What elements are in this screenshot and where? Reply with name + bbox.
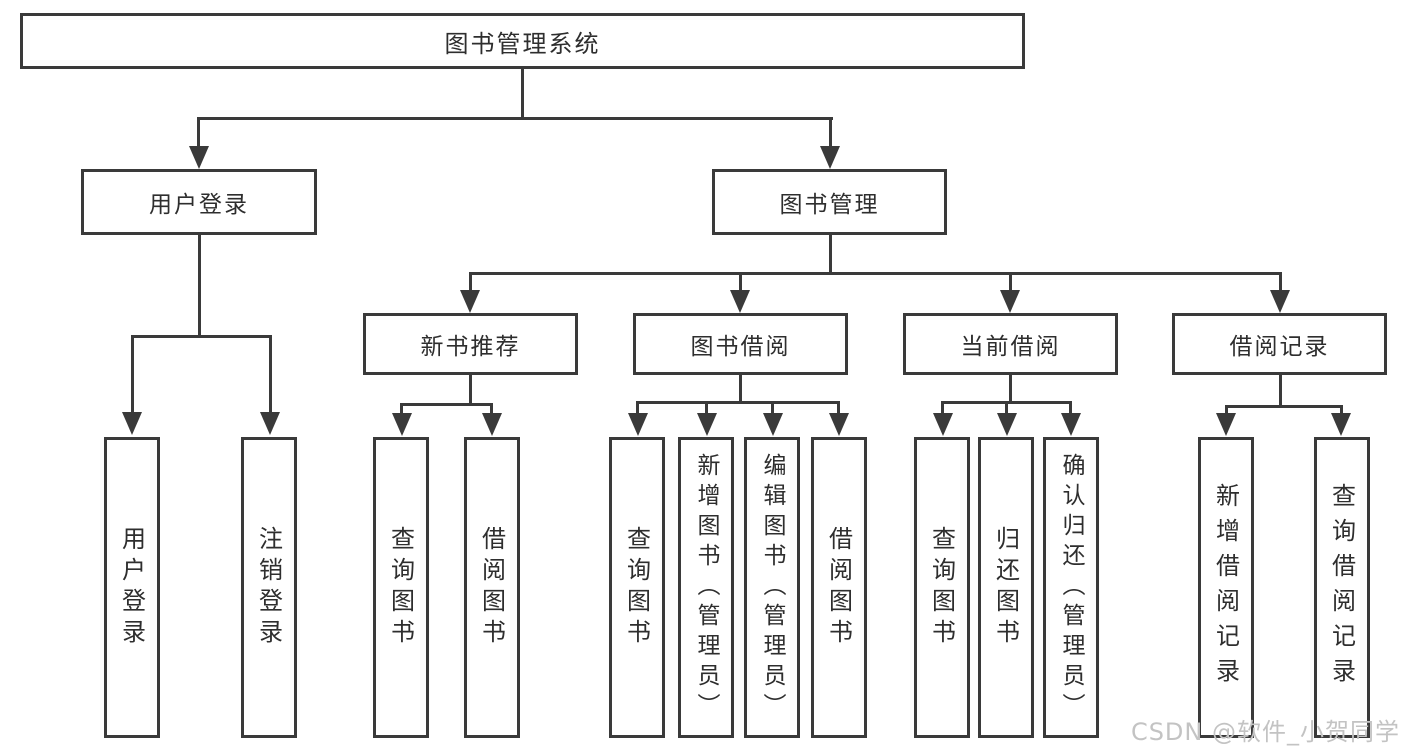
node-borrow-books-2: 借阅图书 [811,437,867,738]
arrowhead-book-management [820,146,840,169]
node-edit-books: 编辑图书（管理员） [744,437,800,738]
arrowhead-query-borrow-record [1331,413,1351,436]
connector-current-borrow-vertical [1009,375,1012,404]
connector-stub-query-borrow-record [1340,405,1343,417]
node-logout: 注销登录 [241,437,297,738]
node-query-borrow-record: 查询借阅记录 [1314,437,1370,738]
connector-stub-borrow-records [1279,272,1282,294]
node-login: 用户登录 [104,437,160,738]
connector-user-login-vertical [198,235,201,338]
node-confirm-return: 确认归还（管理员） [1043,437,1099,738]
node-return-books: 归还图书 [978,437,1034,738]
connector-new-book-rec-horizontal [400,403,493,406]
connector-stub-user-login [197,117,200,150]
arrowhead-user-login [189,146,209,169]
connector-stub-edit-books [771,401,774,417]
arrowhead-borrow-records [1270,290,1290,313]
connector-stub-return-books [1005,401,1008,417]
connector-stub-new-book-rec [469,272,472,294]
connector-stub-confirm-return [1069,401,1072,417]
arrowhead-confirm-return [1061,413,1081,436]
arrowhead-borrow-books-1 [482,413,502,436]
arrowhead-new-book-rec [460,290,480,313]
node-query-books-1: 查询图书 [373,437,429,738]
node-book-management: 图书管理 [712,169,947,235]
node-root: 图书管理系统 [20,13,1025,69]
node-new-book-rec: 新书推荐 [363,313,578,375]
connector-stub-book-management [829,117,832,150]
connector-book-borrow-vertical [739,375,742,404]
arrowhead-book-borrow [730,290,750,313]
arrowhead-logout [260,412,280,435]
node-current-borrow: 当前借阅 [903,313,1118,375]
connector-stub-login [131,335,134,416]
connector-root-horizontal [197,117,833,120]
arrowhead-query-books-3 [933,413,953,436]
arrowhead-add-borrow-record [1216,413,1236,436]
node-user-login: 用户登录 [81,169,317,235]
arrowhead-current-borrow [1000,290,1020,313]
node-book-borrow: 图书借阅 [633,313,848,375]
arrowhead-login [122,412,142,435]
csdn-watermark: CSDN @软件_小贺同学 [1130,718,1400,746]
node-query-books-2: 查询图书 [609,437,665,738]
arrowhead-edit-books [763,413,783,436]
connector-stub-current-borrow [1009,272,1012,294]
connector-root-vertical [521,68,524,120]
connector-stub-add-borrow-record [1225,405,1228,417]
connector-book-management-horizontal [469,272,1282,275]
connector-user-login-horizontal [131,335,272,338]
connector-stub-query-books-1 [400,403,403,417]
connector-stub-query-books-3 [941,401,944,417]
node-query-books-3: 查询图书 [914,437,970,738]
node-borrow-books-1: 借阅图书 [464,437,520,738]
arrowhead-query-books-1 [392,413,412,436]
connector-stub-logout [269,335,272,416]
connector-stub-query-books-2 [636,401,639,417]
connector-book-management-vertical [829,235,832,275]
connector-stub-book-borrow [739,272,742,294]
connector-stub-borrow-books-1 [490,403,493,417]
arrowhead-return-books [997,413,1017,436]
connector-book-borrow-horizontal [636,401,840,404]
arrowhead-add-books [697,413,717,436]
node-add-borrow-record: 新增借阅记录 [1198,437,1254,738]
connector-borrow-records-horizontal [1225,405,1343,408]
node-borrow-records: 借阅记录 [1172,313,1387,375]
arrowhead-query-books-2 [628,413,648,436]
arrowhead-borrow-books-2 [829,413,849,436]
node-add-books: 新增图书（管理员） [678,437,734,738]
connector-borrow-records-vertical [1279,375,1282,408]
connector-stub-add-books [705,401,708,417]
connector-new-book-rec-vertical [469,375,472,406]
connector-stub-borrow-books-2 [837,401,840,417]
